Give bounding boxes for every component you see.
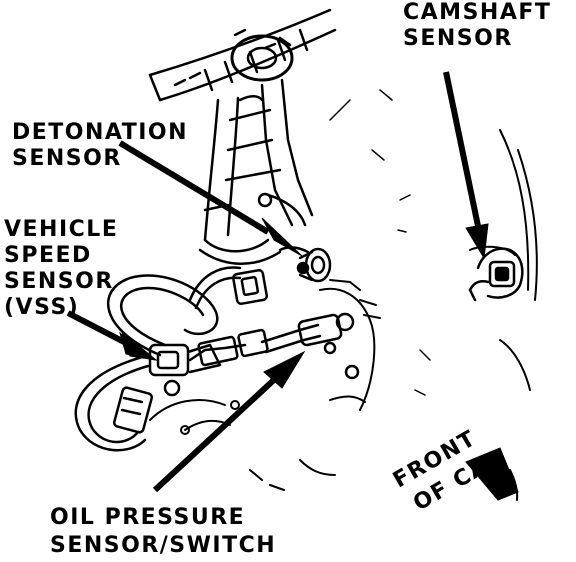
camshaft-sensor-label: CAMSHAFT SENSOR — [403, 0, 551, 52]
oil-label-line-1: OIL PRESSURE — [50, 505, 246, 530]
cam-housing — [397, 129, 538, 501]
camshaft-sensor-part — [468, 247, 524, 302]
oil-pressure-switch-part — [188, 312, 360, 380]
camshaft-label-line-2: SENSOR — [403, 26, 513, 51]
detonation-sensor-label: DETONATION SENSOR — [12, 120, 188, 172]
oil-leader-arrow — [152, 350, 306, 493]
vss-label-line-4: (VSS) — [4, 295, 80, 320]
front-of-car-arrow — [465, 447, 519, 501]
vss-harness — [74, 266, 268, 452]
vss-sensor-part — [148, 343, 222, 397]
frame-rail — [148, 8, 337, 102]
camshaft-label-line-1: CAMSHAFT — [403, 0, 552, 25]
vss-label: VEHICLE SPEED SENSOR (VSS) — [4, 217, 118, 321]
detonation-label-line-1: DETONATION — [12, 120, 189, 145]
oil-label-line-2: SENSOR/SWITCH — [50, 533, 277, 558]
detonation-leader-arrow — [118, 140, 303, 257]
oil-pressure-label: OIL PRESSURE SENSOR/SWITCH — [50, 504, 276, 560]
detonation-sensor-part — [278, 246, 332, 283]
engine-mount — [198, 78, 314, 265]
vss-label-line-1: VEHICLE — [4, 217, 119, 242]
camshaft-leader-arrow — [443, 71, 489, 260]
detonation-label-line-2: SENSOR — [12, 146, 122, 171]
vss-label-line-3: SENSOR — [4, 269, 114, 294]
vss-leader-arrow — [66, 310, 158, 361]
vss-label-line-2: SPEED — [4, 243, 92, 268]
